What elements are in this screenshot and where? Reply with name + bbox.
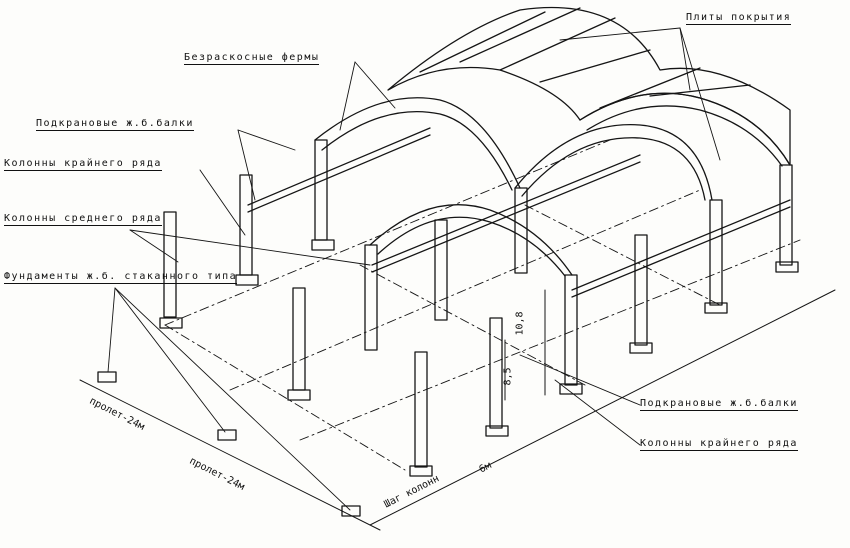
label-crane-beams-right: Подкрановые ж.б.балки: [640, 398, 798, 411]
foundations: [97, 239, 799, 517]
crane-beams: [247, 127, 791, 298]
dimension-lines: [79, 289, 836, 531]
dimension-height-2: 8,5: [502, 367, 514, 386]
grid-axes: [164, 139, 801, 471]
label-edge-row-columns-right: Колонны крайнего ряда: [640, 438, 798, 451]
arched-trusses: [314, 92, 791, 277]
label-arched-trusses: Безраскосные фермы: [184, 52, 320, 65]
label-foundations: Фундаменты ж.б. стаканного типа: [4, 271, 238, 284]
label-roof-slabs: Плиты покрытия: [686, 12, 792, 25]
label-edge-row-columns-left: Колонны крайнего ряда: [4, 158, 162, 171]
leader-lines: [107, 27, 721, 511]
label-middle-row-columns: Колонны среднего ряда: [4, 213, 162, 226]
middle-columns: [364, 164, 793, 386]
dimension-height-1: 10,8: [514, 311, 526, 336]
label-crane-beams-left: Подкрановые ж.б.балки: [36, 118, 194, 131]
roof-slabs: [387, 6, 791, 166]
